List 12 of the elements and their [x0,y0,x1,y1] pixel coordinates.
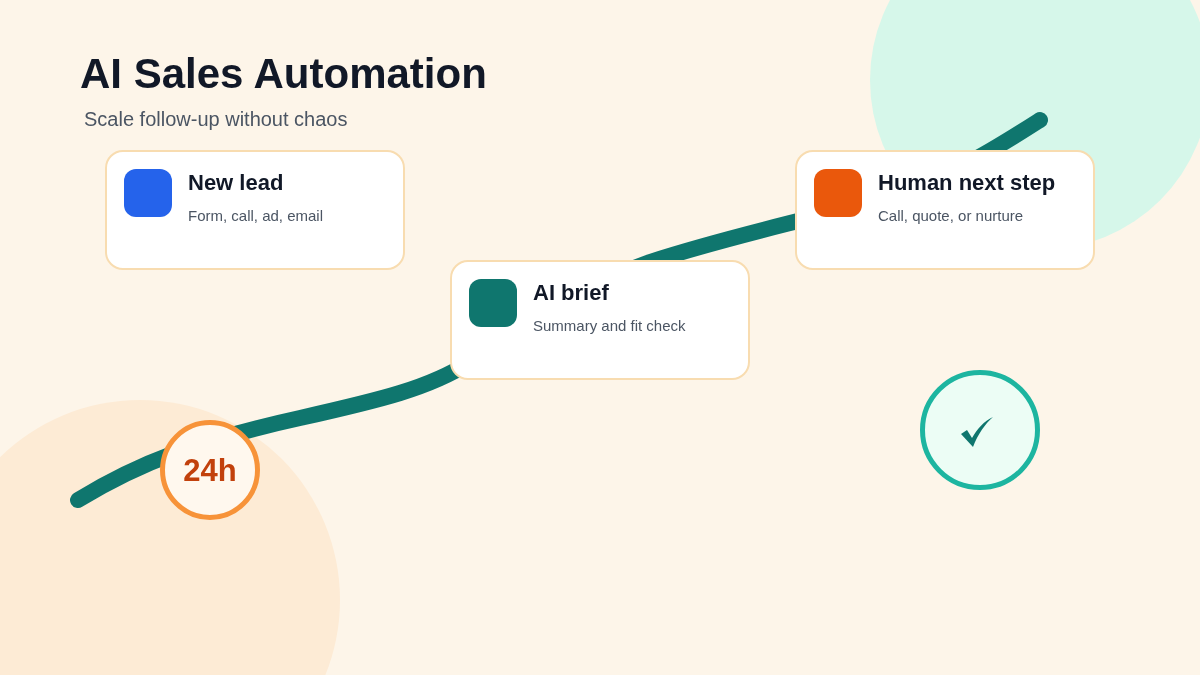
duration-label: 24h [183,454,237,486]
step-title: New lead [188,169,285,197]
step-description: Call, quote, or nurture [878,206,1025,226]
step-title: Human next step [878,169,1057,197]
step-card [795,150,1095,270]
step-card [450,260,750,380]
subtitle: Scale follow-up without chaos [84,107,348,132]
step-title: AI brief [533,279,610,307]
step-description: Form, call, ad, email [188,206,325,226]
step-description: Summary and fit check [533,316,687,336]
step-card [105,150,405,270]
title: AI Sales Automation [80,49,487,99]
